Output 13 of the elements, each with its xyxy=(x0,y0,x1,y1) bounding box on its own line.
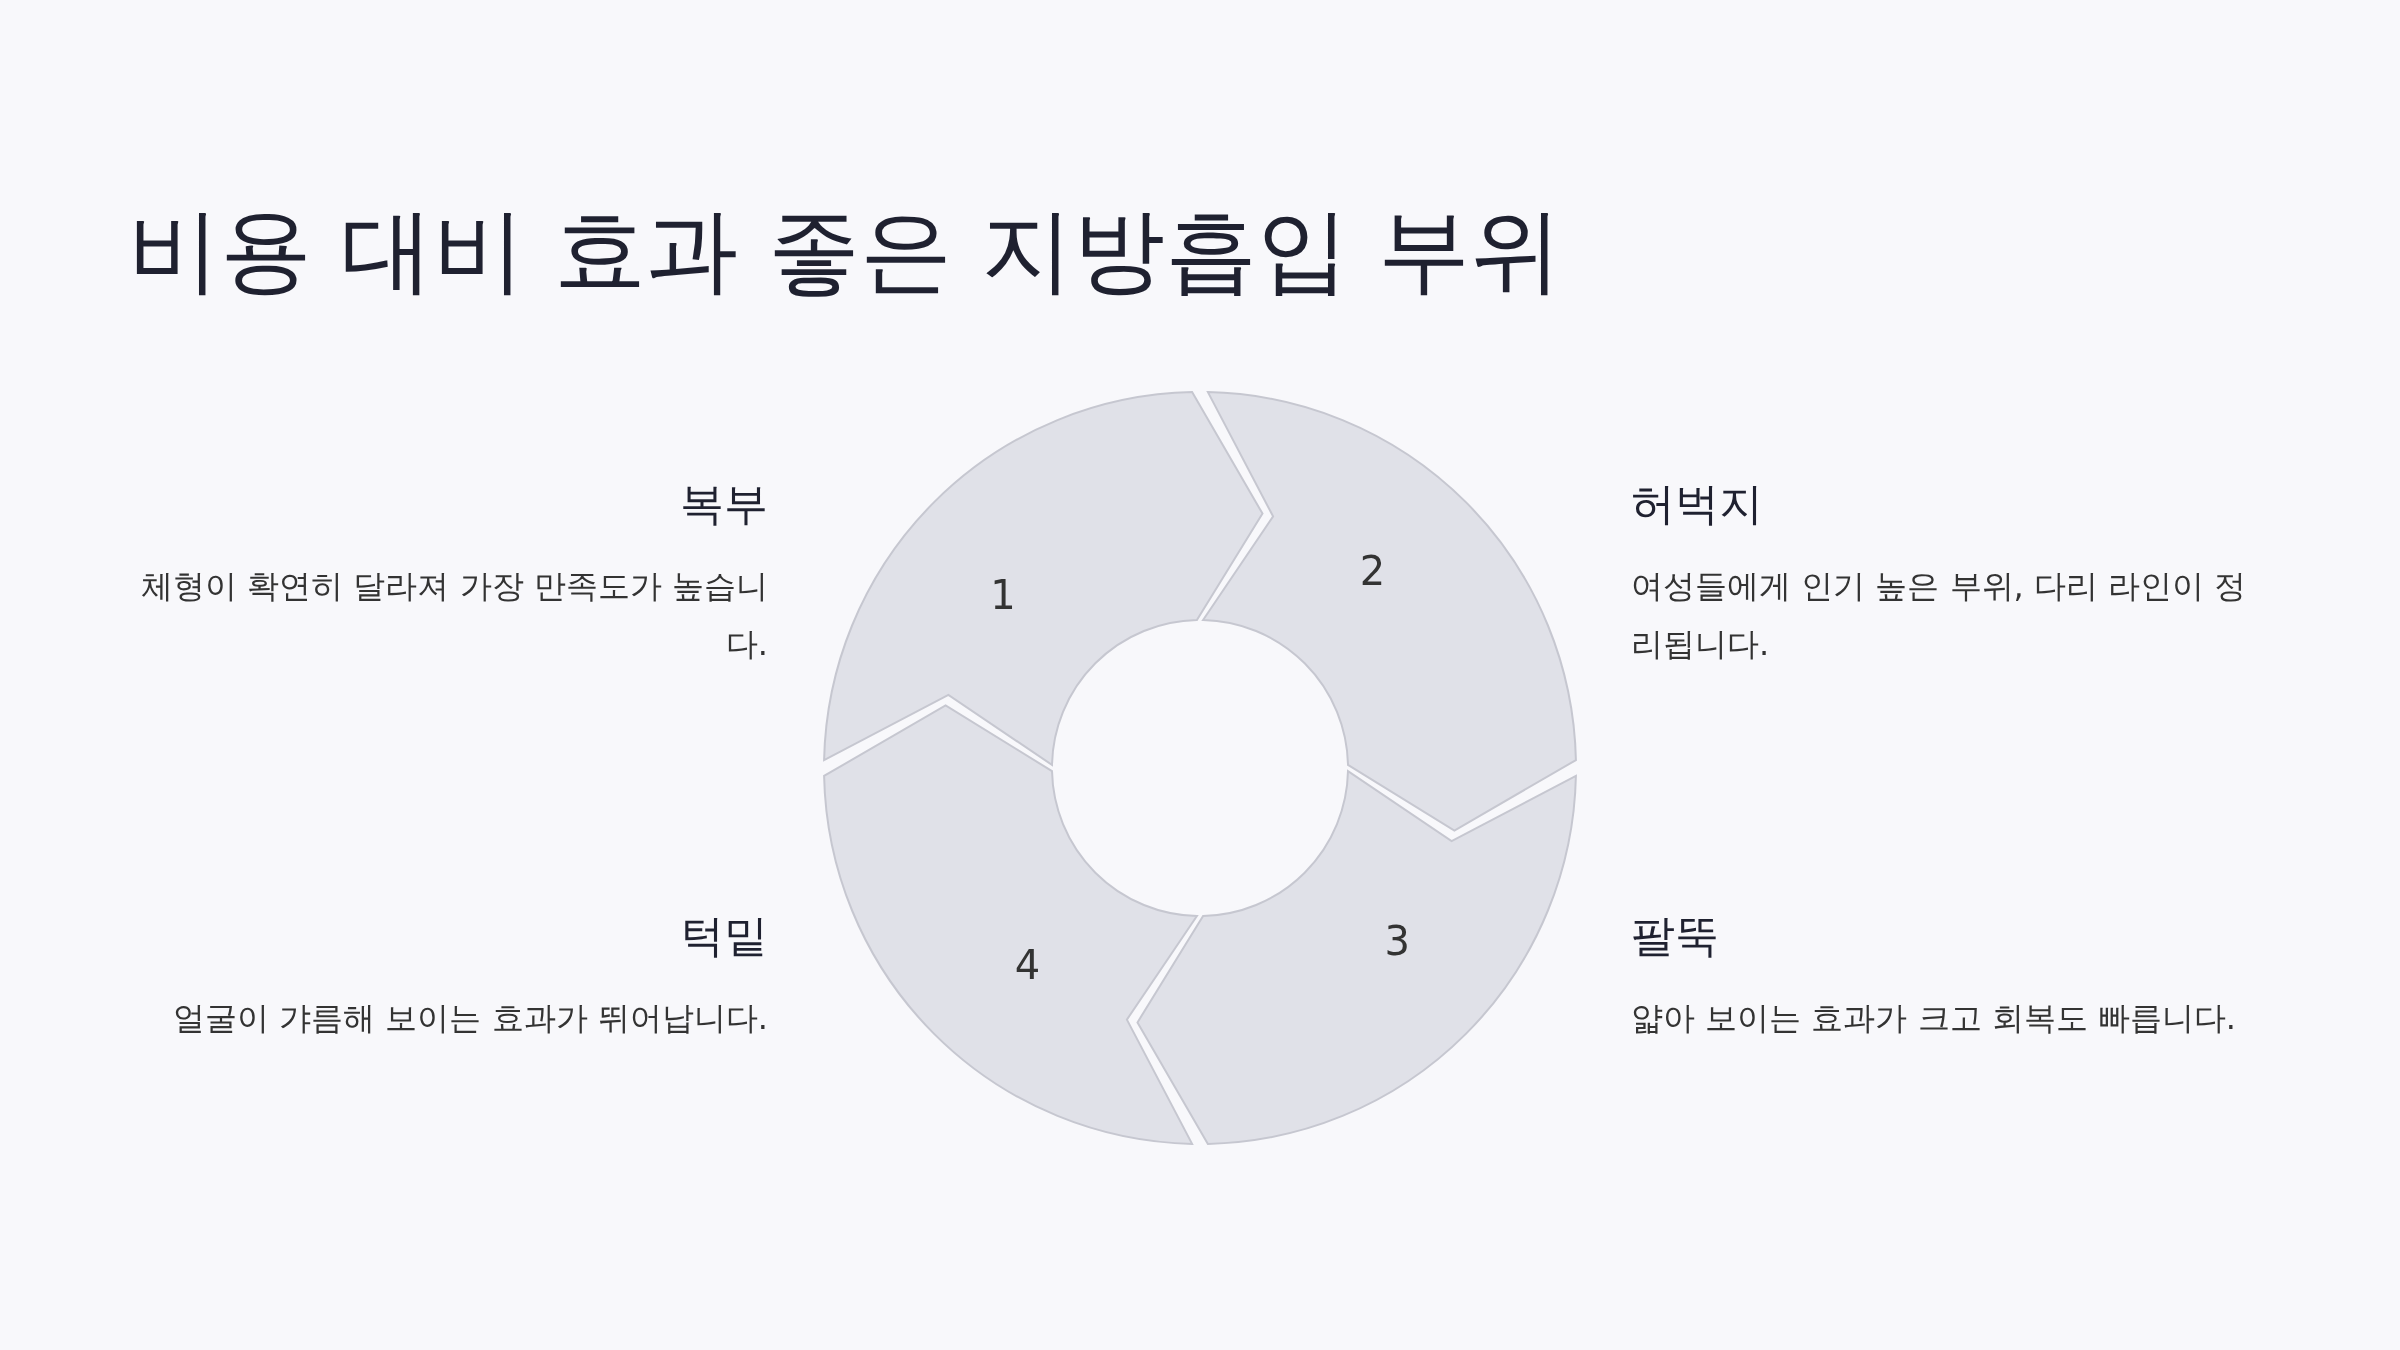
section-heading: 복부 xyxy=(679,478,768,531)
description-text: 여성들에게 인기 높은 부위, 다리 라인이 정리됩니다. xyxy=(1631,566,2248,665)
step-number: 3 xyxy=(1384,917,1410,964)
description-text: 얼굴이 갸름해 보이는 효과가 뛰어납니다. xyxy=(172,998,768,1039)
step-number: 2 xyxy=(1359,547,1386,594)
step-number: 1 xyxy=(990,572,1016,619)
description-text: 얇아 보이는 효과가 크고 회복도 빠릅니다. xyxy=(1631,998,2238,1039)
title: 비용 대비 효과 좋은 지방흡입 부위 xyxy=(128,200,1563,302)
description-text: 체형이 확연히 달라져 가장 만족도가 높습니다. xyxy=(140,566,768,665)
step-number: 4 xyxy=(1014,942,1041,989)
section-heading: 턱밑 xyxy=(679,910,768,963)
section-heading: 팔뚝 xyxy=(1631,910,1720,963)
section-heading: 허벅지 xyxy=(1631,478,1764,531)
